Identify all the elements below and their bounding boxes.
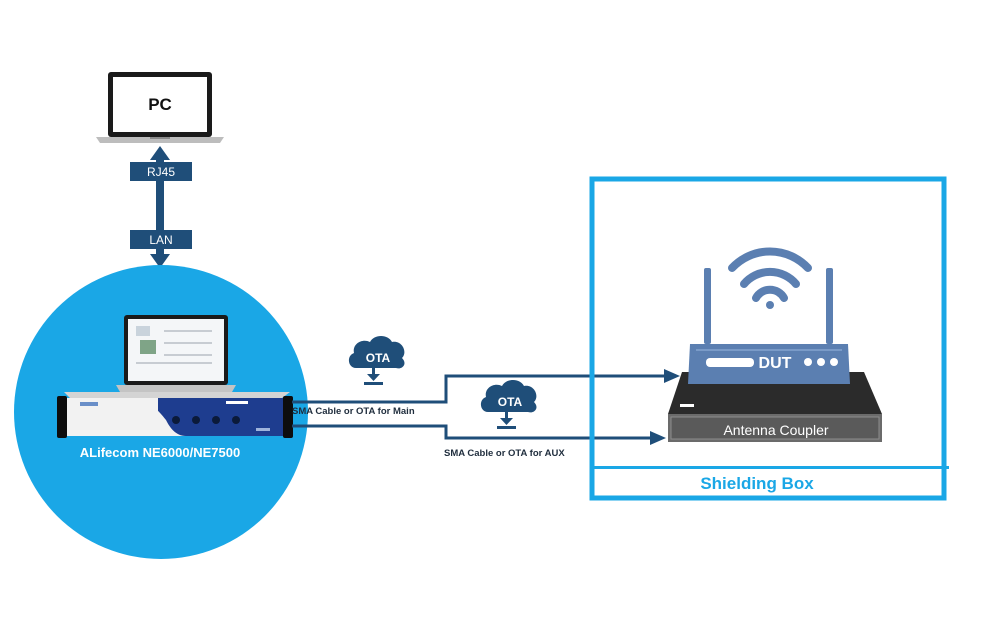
- ota-main-cloud-icon: [348, 336, 405, 385]
- ota-main-label: OTA: [366, 351, 391, 365]
- main-path-connector: [292, 369, 680, 404]
- lan-label: LAN: [149, 233, 172, 247]
- coupler-label: Antenna Coupler: [723, 422, 828, 438]
- tester-instrument-icon: [57, 392, 293, 438]
- rj45-tag: RJ45: [130, 162, 192, 181]
- tester-label: ALifecom NE6000/NE7500: [80, 445, 240, 460]
- shielding-box-label: Shielding Box: [700, 474, 814, 493]
- lan-tag: LAN: [130, 230, 192, 249]
- tester-laptop-icon: [116, 315, 236, 392]
- dut-router-icon: [688, 268, 850, 384]
- dut-label: DUT: [759, 355, 792, 372]
- pc-label: PC: [148, 95, 172, 114]
- lan-link-arrow: [150, 146, 170, 268]
- main-path-label: SMA Cable or OTA for Main: [292, 406, 415, 417]
- pc-laptop-icon: [96, 72, 224, 143]
- ota-aux-label: OTA: [498, 395, 523, 409]
- ota-aux-cloud-icon: [480, 380, 537, 429]
- aux-path-connector: [292, 424, 666, 445]
- wifi-signal-icon: [728, 247, 812, 309]
- aux-path-label: SMA Cable or OTA for AUX: [444, 448, 565, 459]
- shielding-box-frame: [589, 176, 947, 501]
- rj45-label: RJ45: [147, 165, 175, 179]
- shielding-box-divider: [592, 466, 949, 469]
